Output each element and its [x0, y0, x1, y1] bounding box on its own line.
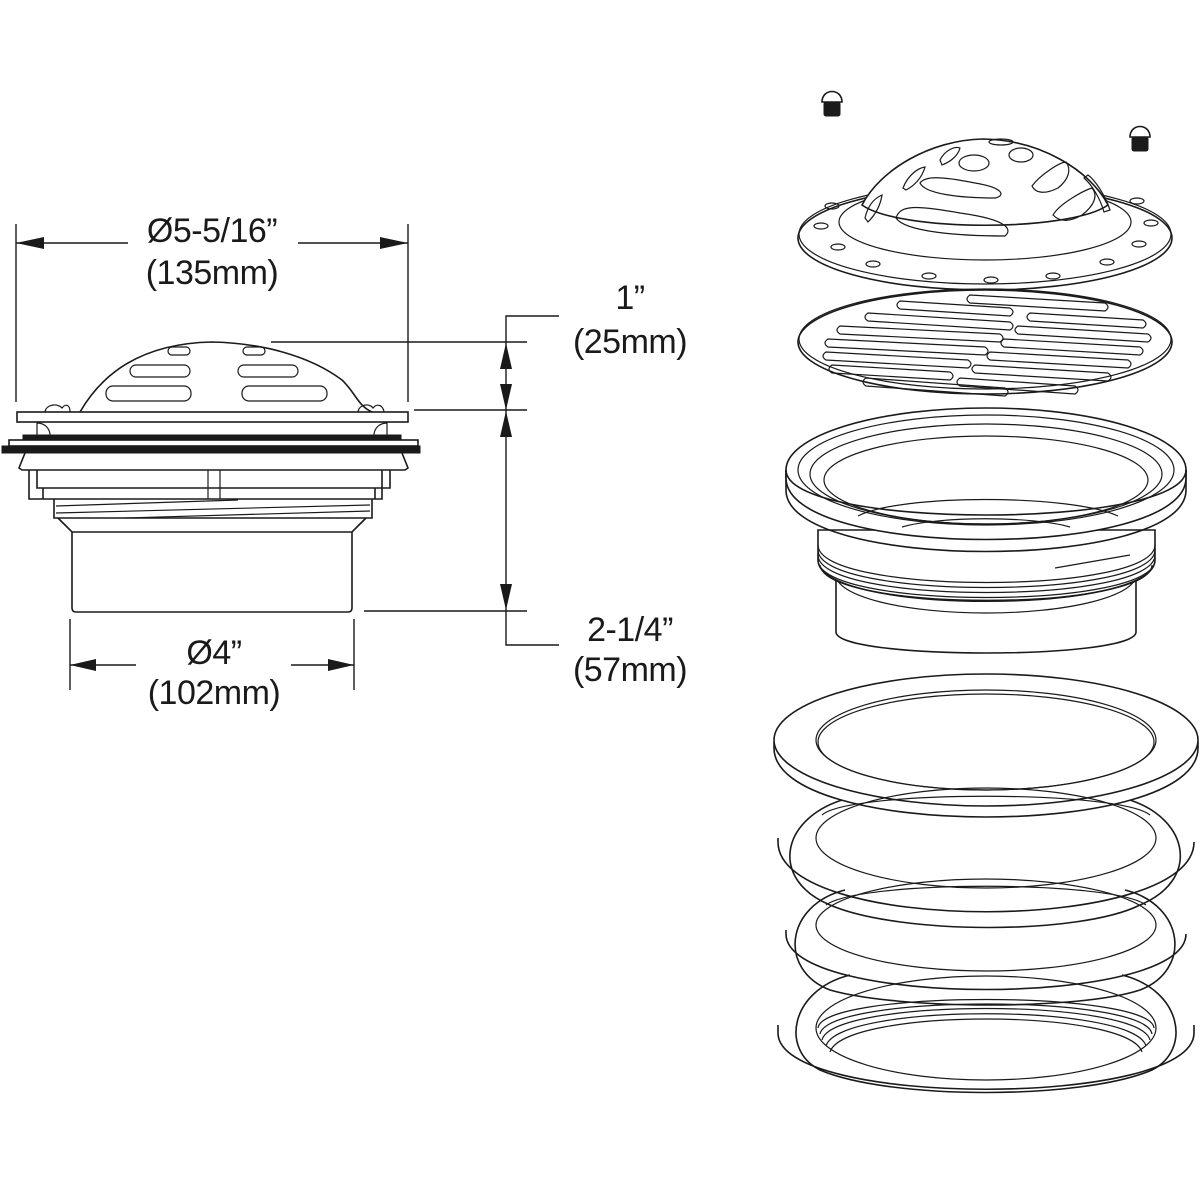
arrow-left-icon [16, 237, 44, 249]
arrow-right-icon [328, 659, 354, 671]
dome-height-imperial: 1” [615, 279, 644, 317]
dimension-bottom-diameter: Ø4” (102mm) [69, 619, 355, 712]
dome-strainer [797, 138, 1173, 291]
screw-head-right-icon [357, 404, 385, 413]
screw-right-icon [1129, 125, 1151, 152]
bottom-diameter-metric: (102mm) [148, 674, 281, 712]
gasket-medium [777, 787, 1195, 929]
arrow-up-icon [500, 343, 512, 369]
side-dome-strainer [44, 341, 385, 413]
top-diameter-metric: (135mm) [146, 254, 279, 292]
body-height-imperial: 2-1/4” [587, 611, 673, 649]
screw-left-icon [821, 90, 843, 117]
arrow-down-icon [500, 384, 512, 410]
side-view: Ø5-5/16” (135mm) [1, 212, 688, 712]
arrow-up-icon [500, 411, 512, 437]
threaded-drain-body [785, 407, 1187, 654]
dimension-top-diameter: Ø5-5/16” (135mm) [15, 212, 409, 402]
gasket-small [785, 878, 1187, 1006]
bottom-diameter-imperial: Ø4” [186, 634, 241, 672]
body-height-metric: (57mm) [573, 651, 687, 689]
gasket-large [773, 673, 1199, 818]
arrow-left-icon [70, 659, 96, 671]
screw-head-left-icon [44, 404, 71, 413]
threaded-lock-ring [777, 974, 1195, 1094]
slotted-grate [797, 288, 1173, 397]
exploded-view [773, 90, 1199, 1094]
arrow-down-icon [500, 584, 512, 610]
top-diameter-imperial: Ø5-5/16” [147, 212, 277, 250]
dome-height-metric: (25mm) [573, 323, 687, 361]
arrow-right-icon [380, 237, 408, 249]
dimension-heights: 1” (25mm) 2-1/4” (57mm) [271, 279, 688, 689]
